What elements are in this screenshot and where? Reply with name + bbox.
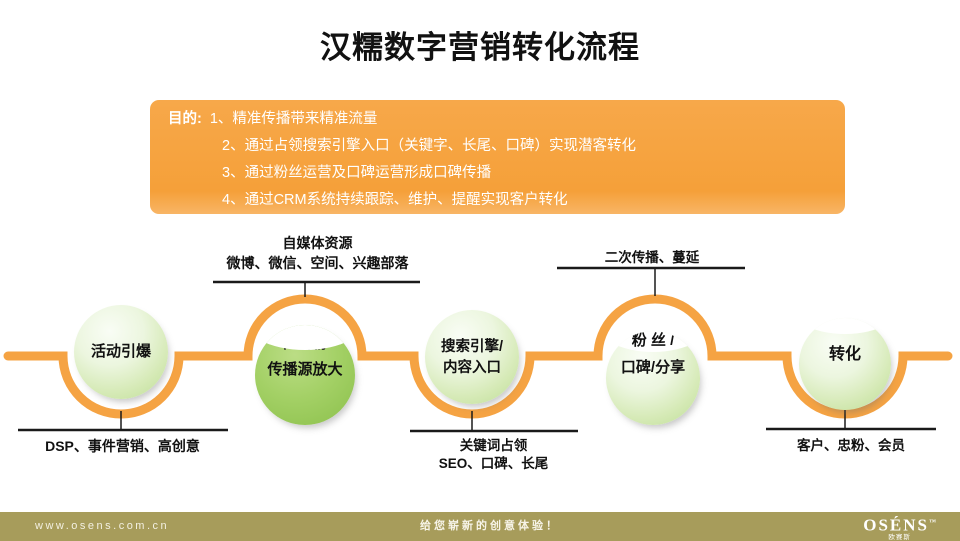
node-search-entry: 搜索引擎/ 内容入口	[425, 310, 519, 404]
footer-slogan: 给您崭新的创意体验！	[420, 520, 560, 532]
node-spread-amplify: 口碑粉 传播源放大	[255, 325, 355, 425]
callout-self-media-detail: 微博、微信、空间、兴趣部落	[226, 255, 409, 271]
node-activity-ignite: 活动引爆	[74, 305, 168, 399]
node-fans-share-label-1: 粉 丝 /	[631, 332, 675, 349]
osens-logo-wordmark: OSÉNS™	[863, 514, 936, 534]
callout-secondary-spread: 二次传播、蔓延	[604, 250, 700, 265]
slide-title: 汉糯数字营销转化流程	[320, 30, 640, 65]
osens-logo-text: OSÉNS	[863, 515, 929, 535]
purpose-line-3: 3、通过粉丝运营及口碑运营形成口碑传播	[222, 165, 492, 181]
callout-self-media: 自媒体资源 微博、微信、空间、兴趣部落	[185, 233, 450, 273]
node-search-entry-label-1: 搜索引擎/	[440, 338, 504, 355]
osens-logo: OSÉNS™ 欧赛斯	[863, 514, 936, 541]
node-conversion: 转化	[799, 318, 891, 410]
callout-customer: 客户、忠粉、会员	[797, 438, 905, 453]
purpose-line-4: 4、通过CRM系统持续跟踪、维护、提醒实现客户转化	[222, 192, 568, 208]
osens-logo-tm: ™	[929, 518, 936, 526]
node-conversion-label: 转化	[828, 346, 861, 363]
callout-keyword-seo-detail: SEO、口碑、长尾	[438, 456, 549, 471]
footer-bar: www.osens.com.cn 给您崭新的创意体验！ OSÉNS™ 欧赛斯	[0, 512, 960, 541]
node-conversion-scoop	[799, 318, 891, 334]
purpose-label: 目的:	[168, 111, 202, 127]
node-fans-share: 粉 丝 / 口碑/分享	[606, 331, 700, 425]
purpose-line-2: 2、通过占领搜索引擎入口（关键字、长尾、口碑）实现潜客转化	[222, 138, 637, 154]
footer-url: www.osens.com.cn	[35, 520, 170, 532]
node-fans-share-label-2: 口碑/分享	[620, 359, 686, 376]
purpose-line-1: 目的: 1、精准传播带来精准流量	[168, 106, 845, 133]
node-activity-ignite-label: 活动引爆	[90, 343, 151, 360]
callout-keyword-seo-title: 关键词占领	[459, 438, 528, 453]
purpose-line-1-text: 1、精准传播带来精准流量	[209, 111, 378, 127]
purpose-box: 目的: 1、精准传播带来精准流量 2、通过占领搜索引擎入口（关键字、长尾、口碑）实…	[150, 100, 845, 214]
callout-dsp: DSP、事件营销、高创意	[45, 438, 200, 454]
osens-logo-subtext: 欧赛斯	[888, 533, 911, 541]
node-spread-amplify-label-2: 传播源放大	[267, 361, 343, 378]
callout-keyword-seo: 关键词占领 SEO、口碑、长尾	[405, 437, 582, 473]
node-search-entry-label-2: 内容入口	[443, 359, 501, 376]
callout-self-media-title: 自媒体资源	[282, 235, 353, 251]
